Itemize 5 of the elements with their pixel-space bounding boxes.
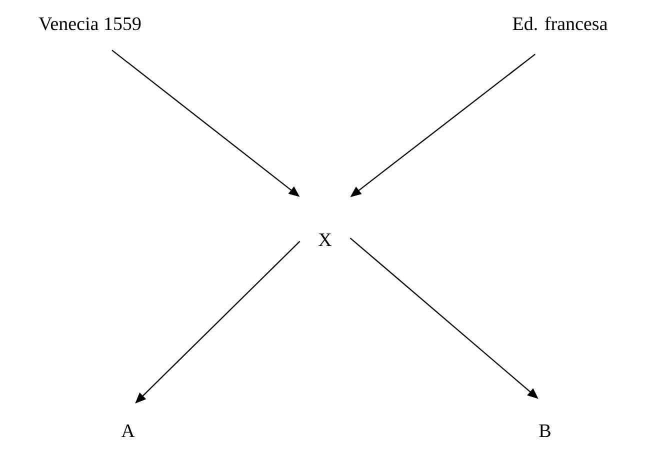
node-label: Venecia 1559 [38, 17, 141, 30]
node-label: A [121, 424, 135, 437]
node-label: B [539, 424, 550, 438]
node-label: X [318, 234, 332, 246]
node-label: Ed. francesa [512, 16, 608, 30]
